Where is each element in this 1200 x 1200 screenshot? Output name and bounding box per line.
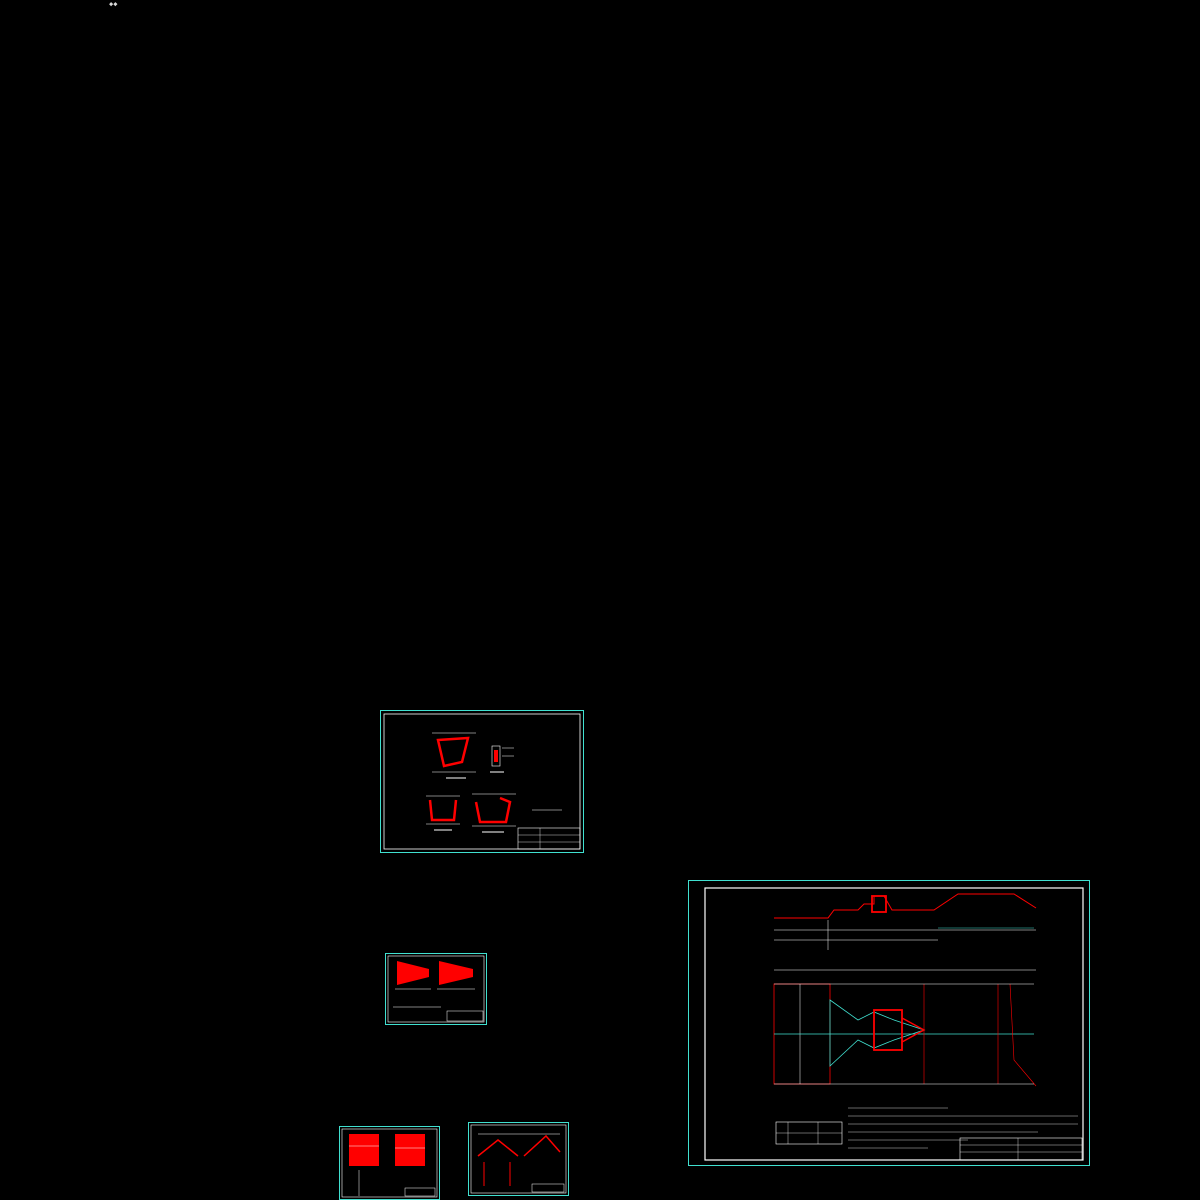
drawing-sheet-sections[interactable] <box>380 710 584 853</box>
red-panel-right <box>395 1134 425 1166</box>
outer-frame <box>380 710 584 853</box>
inner-frame <box>383 713 581 850</box>
drawing-sheet-red-panels[interactable] <box>339 1126 440 1200</box>
drawing-sheet-main-plan[interactable] <box>688 880 1090 1166</box>
red-panel-left <box>349 1134 379 1166</box>
sheet-red-wedges-svg <box>385 953 487 1025</box>
sheet-sections-svg <box>380 710 584 853</box>
sheet-red-panels-svg <box>339 1126 440 1200</box>
sheet-slope-details-svg <box>468 1122 569 1196</box>
red-wedge-left <box>397 961 429 985</box>
red-wedge-right <box>439 961 473 985</box>
trapezoid-section <box>436 736 470 768</box>
sheet-main-plan-svg <box>688 880 1090 1166</box>
corner-marker-text: ◆◆ <box>109 0 118 8</box>
drawing-sheet-red-wedges[interactable] <box>385 953 487 1025</box>
drawing-sheet-slope-details[interactable] <box>468 1122 569 1196</box>
